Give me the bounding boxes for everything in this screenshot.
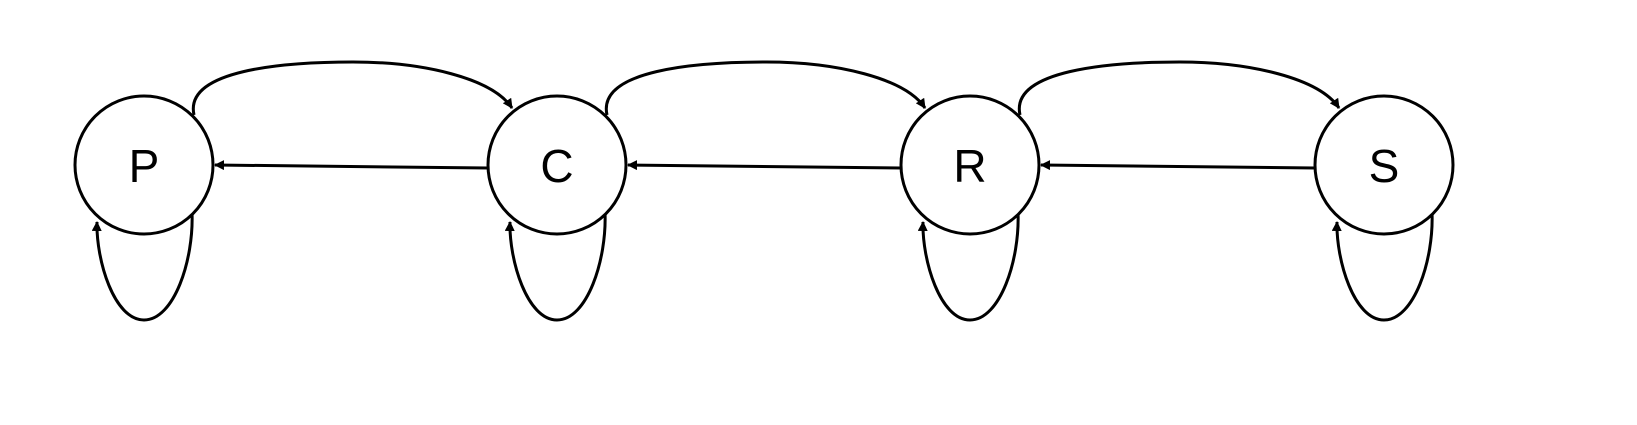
edge-C-to-C [504, 211, 607, 322]
edges-layer [91, 60, 1434, 322]
edge-R-to-S [1017, 60, 1341, 116]
edge-R-to-C [627, 160, 902, 171]
edge-S-to-S [1331, 211, 1434, 322]
edge-C-to-R [604, 60, 927, 116]
node-circle [1313, 94, 1455, 236]
node-circle [73, 94, 215, 236]
node-p: P [73, 94, 215, 236]
node-label: R [953, 140, 986, 192]
node-label: S [1369, 140, 1400, 192]
node-circle [486, 94, 628, 236]
node-c: C [486, 94, 628, 236]
edge-R-to-R [917, 211, 1020, 322]
edge-P-to-C [191, 60, 514, 116]
node-label: P [129, 140, 160, 192]
edge-P-to-P [91, 211, 194, 322]
edge-C-to-P [214, 160, 489, 171]
node-circle [899, 94, 1041, 236]
edge-S-to-R [1040, 160, 1316, 171]
node-r: R [899, 94, 1041, 236]
node-label: C [540, 140, 573, 192]
node-s: S [1313, 94, 1455, 236]
